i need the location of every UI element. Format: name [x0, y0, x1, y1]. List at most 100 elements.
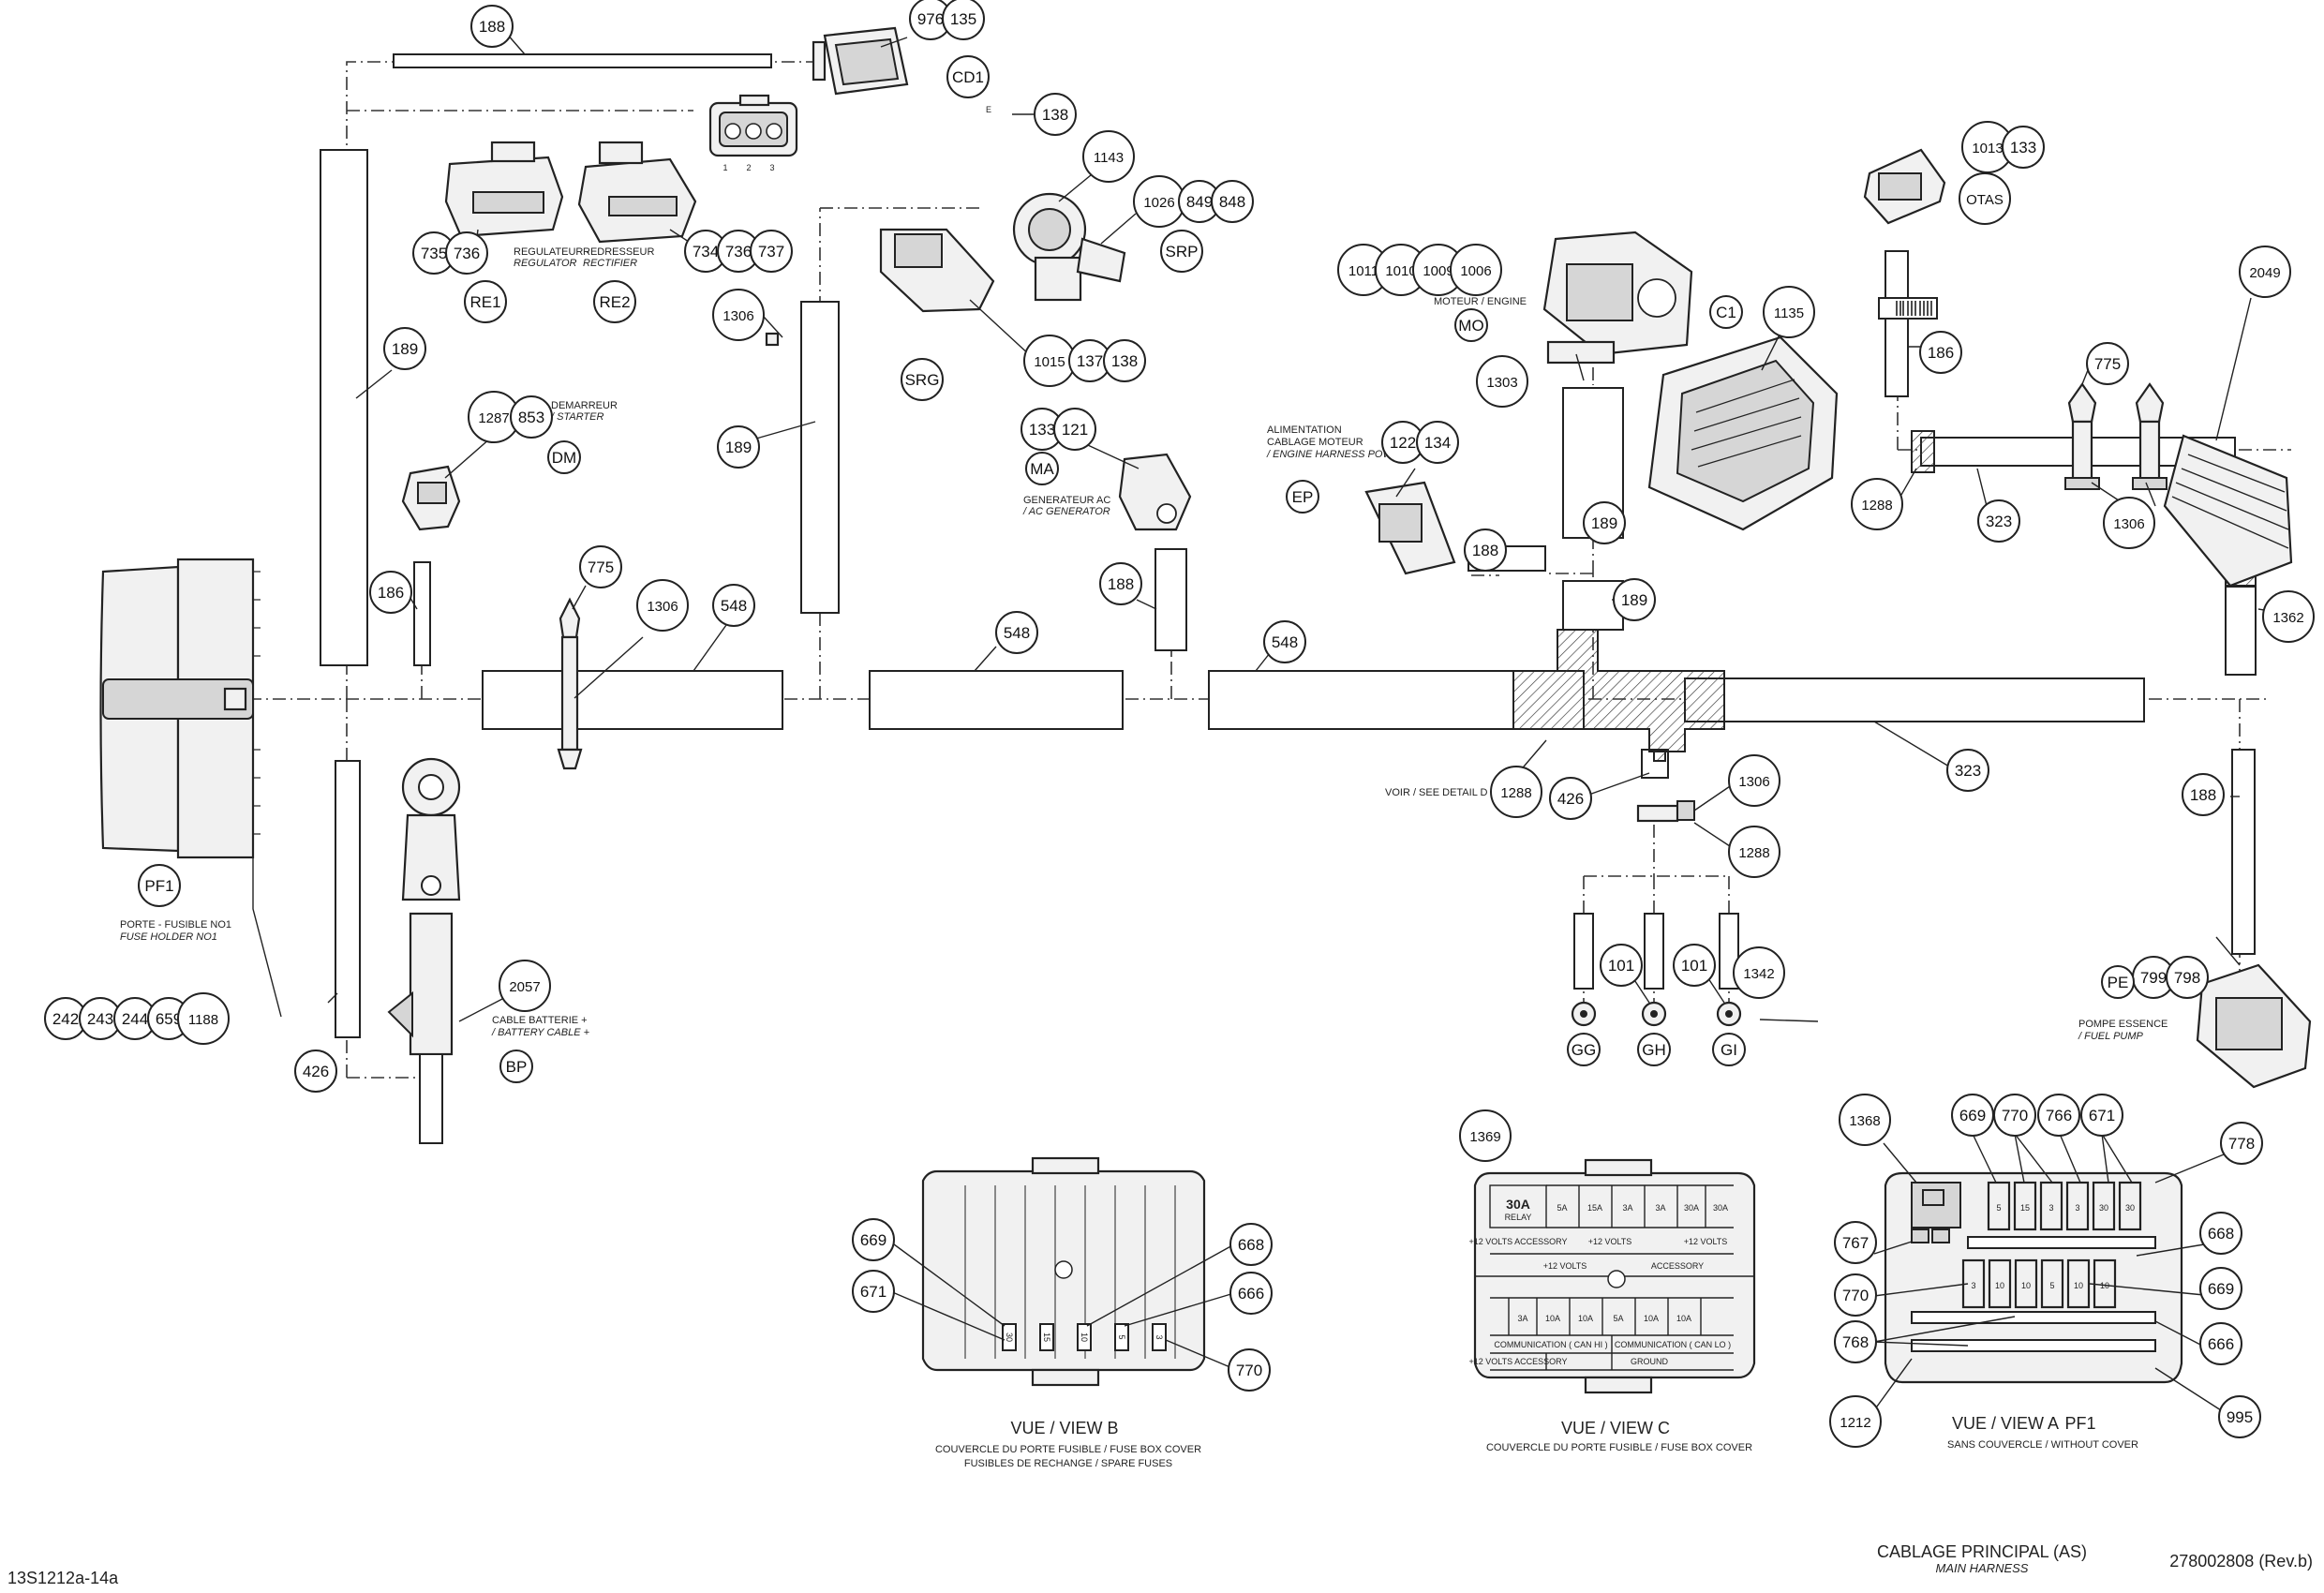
- callout-c186b: 186: [1928, 344, 1954, 362]
- callout-bubble-c1342: [1733, 946, 1785, 999]
- callout-cd1: CD1: [952, 68, 984, 86]
- view-c-row2-fuse-3: 5A: [1613, 1314, 1623, 1323]
- label-pin-2: 2: [746, 163, 751, 172]
- view-b-fuse-5: 5: [1117, 1334, 1126, 1339]
- view-a-fuse-bot-2: 10: [2021, 1281, 2031, 1290]
- callout-c243: 243: [87, 1010, 113, 1028]
- view-b-title: VUE / VIEW B: [1010, 1419, 1118, 1437]
- callout-bubble-c548b: [995, 611, 1038, 654]
- callout-bubble-c770b: [1993, 1094, 2036, 1137]
- callout-c798: 798: [2174, 969, 2200, 987]
- callout-bubble-gh: [1637, 1033, 1671, 1066]
- callout-c1135: 1135: [1774, 305, 1804, 321]
- callout-c138a: 138: [1042, 106, 1068, 124]
- view-c-12-volts-mid: +12 VOLTS: [1543, 1261, 1587, 1271]
- view-c-row2-fuse-0: 3A: [1517, 1314, 1527, 1323]
- callout-bubble-c853: [510, 395, 553, 439]
- callout-bubble-c2049: [2239, 246, 2291, 298]
- callout-c1011: 1011: [1348, 263, 1378, 279]
- view-c-row2-fuse-2: 10A: [1578, 1314, 1593, 1323]
- callout-bubble-c1368: [1839, 1094, 1891, 1146]
- callout-c1368: 1368: [1849, 1113, 1880, 1129]
- harness-title-en: MAIN HARNESS: [1936, 1561, 2029, 1575]
- callout-gh: GH: [1642, 1041, 1666, 1059]
- label-cable-batterie: CABLE BATTERIE +: [492, 1015, 588, 1026]
- callout-bubble-c1288c: [1728, 826, 1780, 878]
- view-c-row2-fuse-1: 10A: [1545, 1314, 1560, 1323]
- callout-bubble-ma: [1025, 452, 1059, 485]
- callout-bubble-c101b: [1673, 944, 1716, 987]
- callout-c548a: 548: [721, 597, 747, 615]
- callout-re1: RE1: [469, 293, 500, 311]
- view-a-fuse-top-5: 30: [2125, 1203, 2135, 1213]
- view-b-fuse-box-cover: 30 15 10 5 3 VUE / VIEW B COUVERCLE DU P…: [889, 1156, 1235, 1469]
- callout-c669c: 669: [2208, 1280, 2234, 1298]
- view-a-title: VUE / VIEW A: [1952, 1414, 2059, 1433]
- engine-connector-icon: [1542, 231, 1693, 365]
- callout-c121: 121: [1062, 421, 1088, 439]
- view-c-caption: COUVERCLE DU PORTE FUSIBLE / FUSE BOX CO…: [1486, 1442, 1752, 1453]
- label-regulateur: REGULATEUR -: [514, 246, 589, 258]
- callout-c1006: 1006: [1460, 263, 1491, 279]
- callout-c188c: 188: [1472, 542, 1498, 559]
- label-cablage-moteur: CABLAGE MOTEUR: [1267, 437, 1363, 448]
- srp-sensor-icon: [1012, 192, 1126, 302]
- callout-bubble-srg: [901, 358, 944, 401]
- callout-bubble-mo: [1454, 308, 1488, 342]
- callout-bubble-c189c: [1583, 501, 1626, 544]
- view-b-fuse-3: 3: [1155, 1334, 1164, 1339]
- callout-c1306d: 1306: [1738, 774, 1769, 790]
- callout-bubble-gg: [1567, 1033, 1601, 1066]
- rectifier-connector-icon: [577, 141, 697, 244]
- view-c-ground: GROUND: [1631, 1357, 1668, 1366]
- callout-bubble-pf1: [138, 864, 181, 907]
- callout-bubble-c671b: [2080, 1094, 2123, 1137]
- callout-bubble-c426a: [1549, 777, 1592, 820]
- otas-sensor-icon: [1863, 148, 1946, 225]
- callout-c799: 799: [2140, 969, 2167, 987]
- callout-c548c: 548: [1272, 633, 1298, 651]
- callout-c138b: 138: [1111, 352, 1138, 370]
- callout-c735: 735: [421, 245, 447, 262]
- callout-bubble-srp: [1160, 230, 1203, 273]
- callout-c1009: 1009: [1423, 263, 1453, 279]
- view-c-row1-fuse-5: 30A: [1713, 1203, 1728, 1213]
- callout-c137: 137: [1077, 352, 1103, 370]
- callout-c1303: 1303: [1486, 375, 1517, 391]
- view-a-fuse-bot-4: 10: [2074, 1281, 2083, 1290]
- callout-otas: OTAS: [1966, 192, 2004, 208]
- callout-bubble-c188d: [2182, 773, 2225, 816]
- view-a-fuse-top-3: 3: [2075, 1203, 2079, 1213]
- callout-srp: SRP: [1166, 243, 1199, 261]
- c1-connector-icon: [1647, 335, 1839, 531]
- callout-c995: 995: [2227, 1408, 2253, 1426]
- view-c-accessory-12v: +12 VOLTS ACCESSORY: [1469, 1237, 1568, 1246]
- callout-bubble-c666a: [1229, 1272, 1273, 1315]
- callout-mo: MO: [1458, 317, 1483, 335]
- callout-c770b: 770: [2002, 1107, 2028, 1124]
- callout-bubble-c1288b: [1490, 766, 1542, 818]
- label-rectifier: RECTIFIER: [583, 258, 637, 269]
- callout-c1013: 1013: [1972, 141, 2003, 156]
- callout-bubble-dm: [547, 440, 581, 474]
- starter-connector-icon: [401, 465, 461, 531]
- callout-bubble-c548a: [712, 584, 755, 627]
- callout-c1287: 1287: [478, 410, 509, 426]
- callout-bubble-c138a: [1034, 93, 1077, 136]
- callout-c426a: 426: [1557, 790, 1584, 808]
- view-c-accessory: ACCESSORY: [1651, 1261, 1704, 1271]
- callout-c1: C1: [1716, 304, 1736, 321]
- label-cd1-pin: E: [986, 105, 991, 114]
- callout-bubble-c671a: [852, 1270, 895, 1313]
- callout-bubble-c1306c: [2103, 497, 2155, 549]
- callout-bubble-c189a: [383, 327, 426, 370]
- callout-bubble-c1362: [2262, 590, 2315, 643]
- view-c-fuse-box-cover: 30A RELAY 5A 15A 3A 3A 30A 30A +12 VOLTS…: [1469, 1158, 1756, 1453]
- srg-connector-icon: [879, 228, 995, 313]
- label-moteur: MOTEUR / ENGINE: [1434, 296, 1527, 307]
- view-c-row1-fuse-0: 5A: [1557, 1203, 1567, 1213]
- label-battery-cable: / BATTERY CABLE +: [491, 1027, 590, 1038]
- callout-c1288b: 1288: [1500, 785, 1531, 801]
